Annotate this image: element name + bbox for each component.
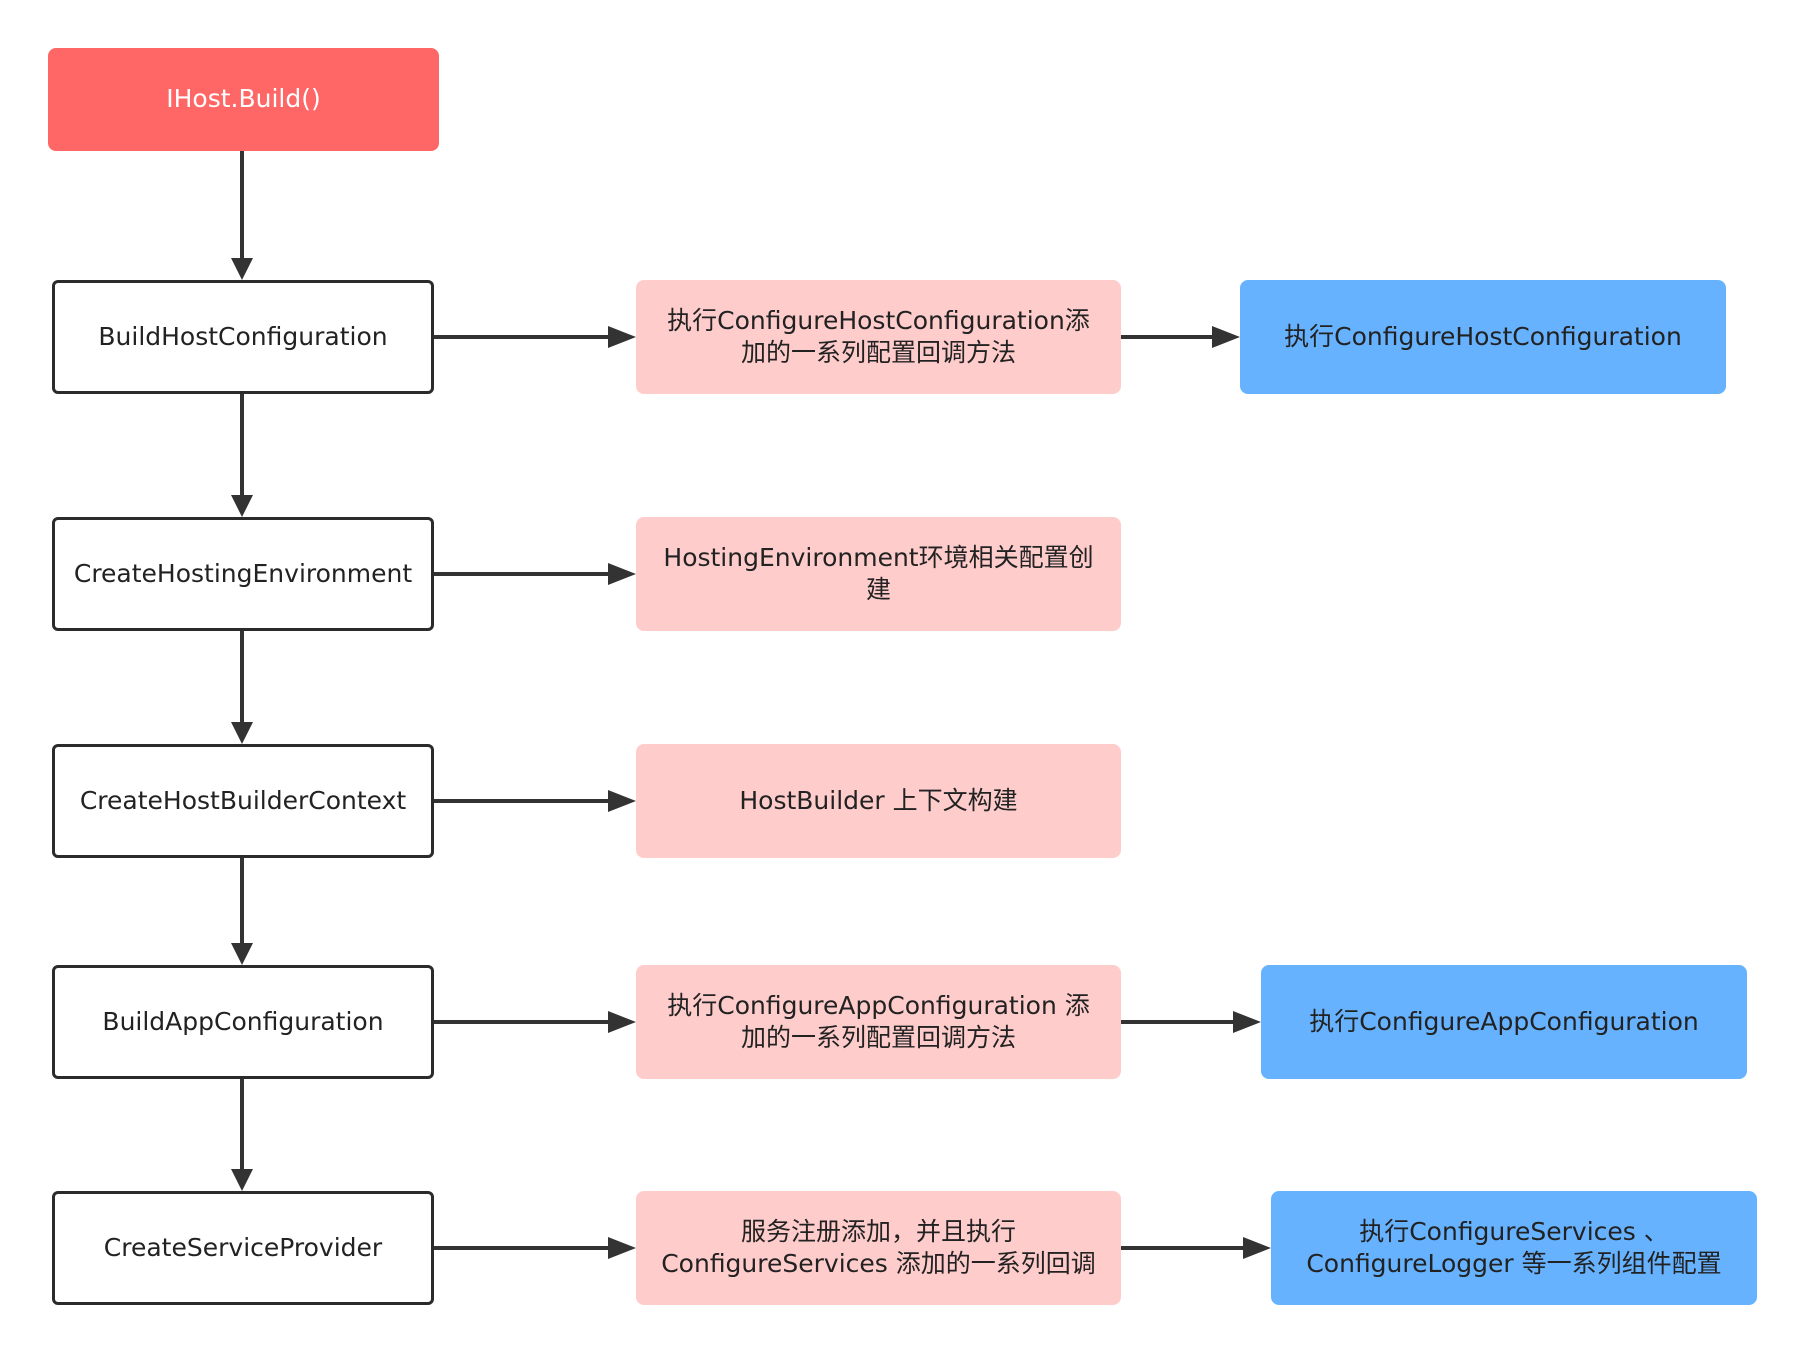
- node-desc-host-configuration: 执行ConfigureHostConfiguration添 加的一系列配置回调方…: [636, 280, 1121, 394]
- node-create-service-provider: CreateServiceProvider: [52, 1191, 434, 1305]
- arrowhead: [231, 258, 253, 280]
- node-exec-services: 执行ConfigureServices 、 ConfigureLogger 等一…: [1271, 1191, 1757, 1305]
- arrowhead: [1212, 326, 1240, 348]
- arrowhead: [1243, 1237, 1271, 1259]
- node-build-app-configuration: BuildAppConfiguration: [52, 965, 434, 1079]
- arrowhead: [1233, 1011, 1261, 1033]
- arrowhead: [608, 326, 636, 348]
- node-create-hosting-environment: CreateHostingEnvironment: [52, 517, 434, 631]
- node-exec-app-configuration: 执行ConfigureAppConfiguration: [1261, 965, 1747, 1079]
- arrowhead: [608, 1011, 636, 1033]
- node-desc-hosting-environment: HostingEnvironment环境相关配置创 建: [636, 517, 1121, 631]
- node-desc-host-builder-context: HostBuilder 上下文构建: [636, 744, 1121, 858]
- node-host-build: IHost.Build(): [48, 48, 439, 151]
- node-create-host-builder-context: CreateHostBuilderContext: [52, 744, 434, 858]
- node-desc-service-provider: 服务注册添加，并且执行 ConfigureServices 添加的一系列回调: [636, 1191, 1121, 1305]
- arrowhead: [231, 1169, 253, 1191]
- node-desc-app-configuration: 执行ConfigureAppConfiguration 添 加的一系列配置回调方…: [636, 965, 1121, 1079]
- node-exec-host-configuration: 执行ConfigureHostConfiguration: [1240, 280, 1726, 394]
- arrowhead: [608, 1237, 636, 1259]
- arrowhead: [608, 563, 636, 585]
- arrowhead: [608, 790, 636, 812]
- node-build-host-configuration: BuildHostConfiguration: [52, 280, 434, 394]
- arrowhead: [231, 495, 253, 517]
- arrowhead: [231, 722, 253, 744]
- arrowhead: [231, 943, 253, 965]
